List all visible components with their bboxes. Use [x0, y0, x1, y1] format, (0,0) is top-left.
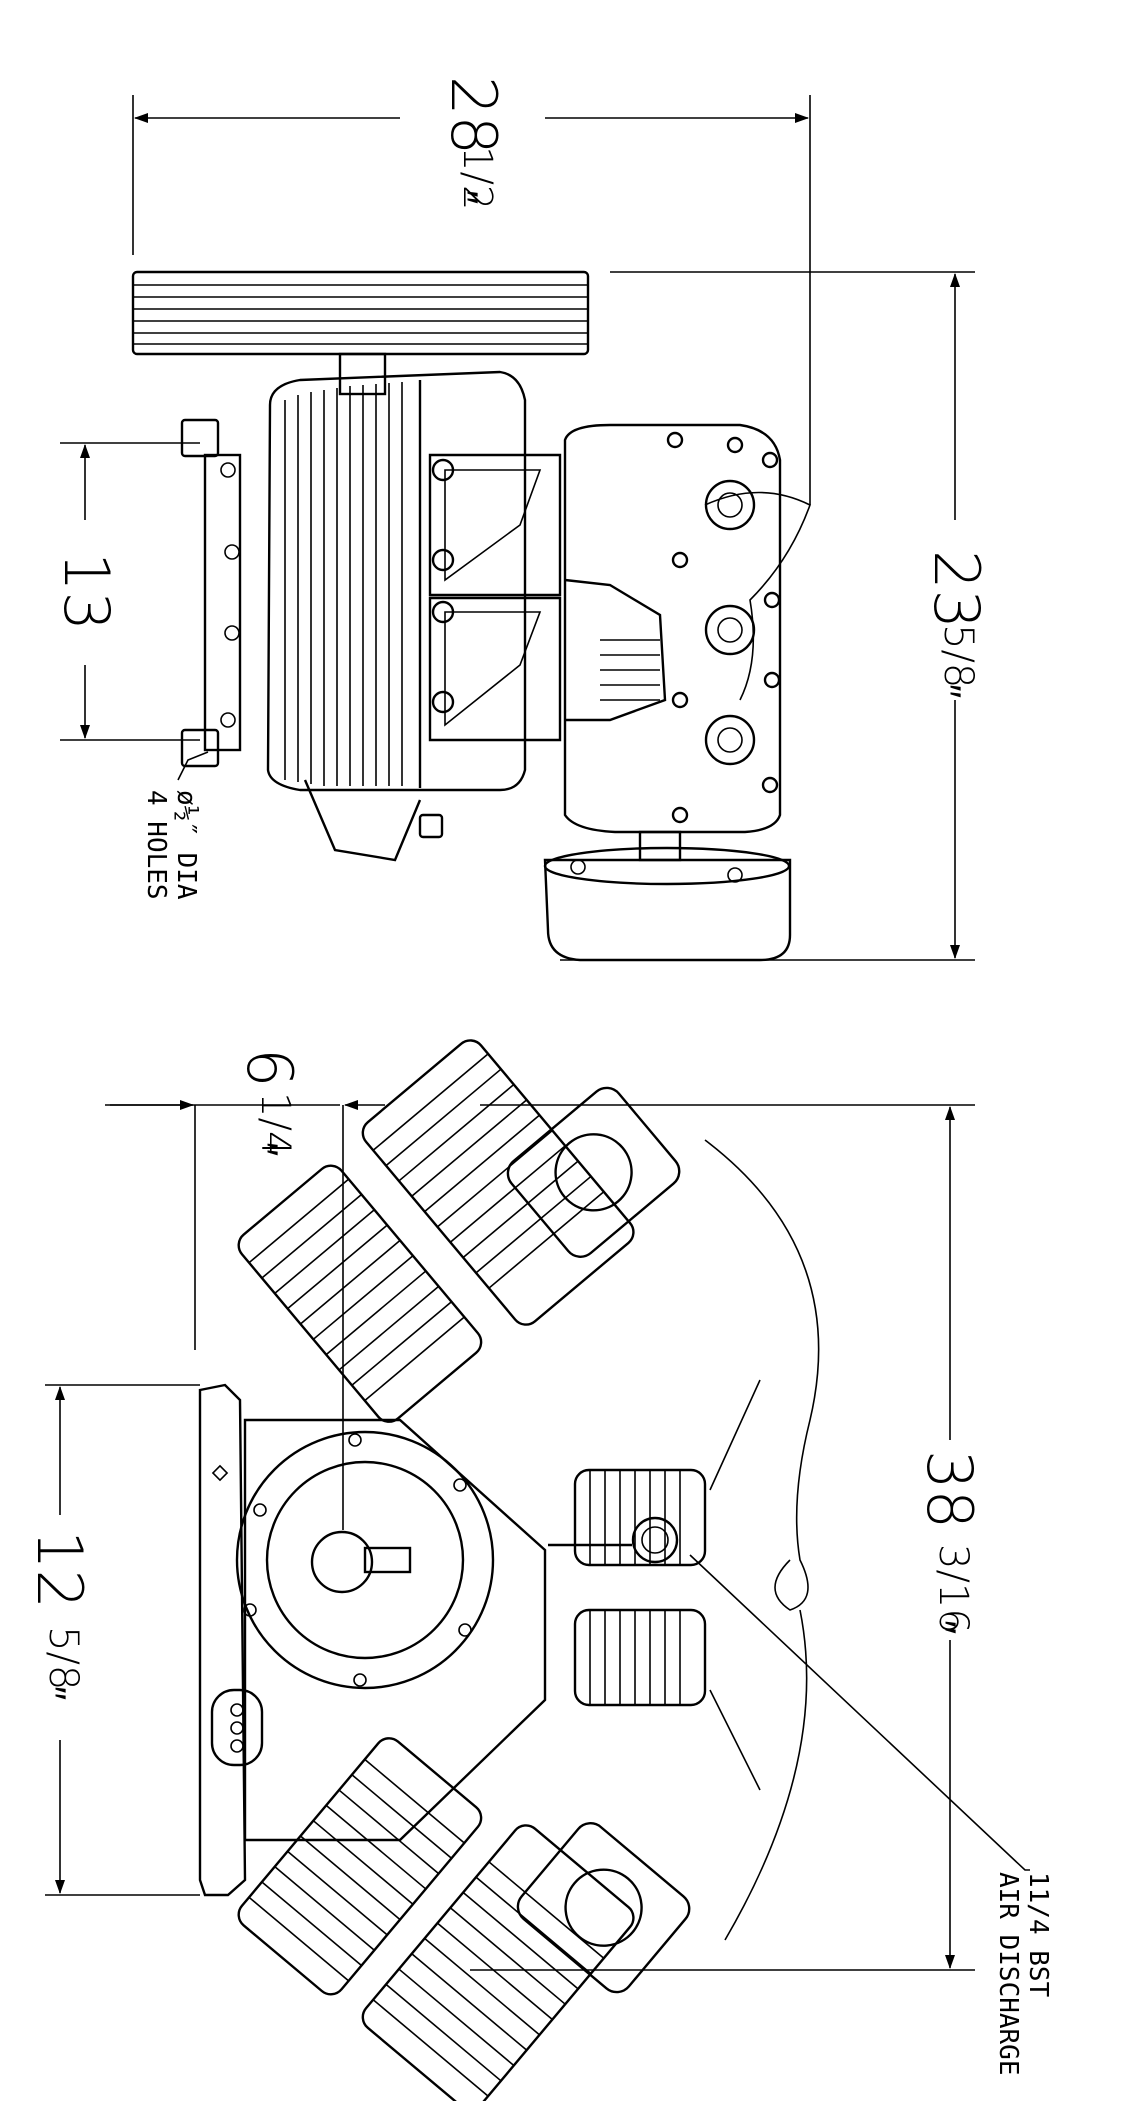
dim-overall-depth-unit: ″	[923, 684, 969, 698]
cylinder-bank-lower	[237, 1737, 691, 2101]
front-view: 6 1/4 ″ 12 5/8 ″ 38 3/16	[23, 1039, 1053, 2101]
dim-overall-height: 28 1/2 ″	[132, 76, 811, 505]
dim-overall-height-whole: 28	[437, 76, 510, 155]
dim-base-width: 12 5/8 ″	[23, 1384, 200, 1896]
hole-note: ø½″ DIA 4 HOLES	[141, 751, 209, 900]
dim-base-width-fraction: 5/8	[40, 1626, 86, 1690]
center-cylinder	[548, 1139, 820, 1941]
flywheel-drum	[543, 830, 792, 962]
dim-overall-width: 38 3/16 ″	[470, 1104, 986, 1971]
side-view: 28 1/2 ″ 23 5/8 ″ 13	[50, 76, 993, 962]
dim-mount-spacing-value: 13	[50, 552, 123, 631]
discharge-note-line2: AIR DISCHARGE	[993, 1872, 1023, 2076]
dim-base-width-unit: ″	[28, 1686, 74, 1700]
dim-shaft-offset-unit: ″	[240, 1142, 286, 1156]
dim-overall-width-whole: 38	[913, 1450, 986, 1529]
dim-shaft-offset-whole: 6	[233, 1048, 306, 1087]
dim-base-width-whole: 12	[23, 1530, 96, 1609]
dim-overall-width-unit: ″	[918, 1620, 964, 1634]
lower-bracket	[303, 779, 444, 862]
discharge-note: 11/4 BST AIR DISCHARGE	[689, 1554, 1053, 2076]
dim-overall-height-fraction: 1/2	[454, 146, 500, 210]
cylinder-block	[266, 370, 562, 792]
hole-note-line2: 4 HOLES	[141, 790, 171, 900]
dim-overall-height-unit: ″	[440, 190, 486, 204]
pulley	[131, 270, 590, 396]
dim-shaft-offset-fraction: 1/4	[252, 1092, 298, 1156]
mount-base	[180, 418, 242, 768]
crankcase	[235, 1418, 547, 1842]
front-base-plate	[198, 1383, 264, 1897]
dim-mount-spacing: 13	[50, 442, 200, 741]
dim-overall-depth-fraction: 5/8	[935, 624, 981, 688]
dim-overall-depth-whole: 23	[920, 550, 993, 629]
head-assembly	[563, 423, 811, 834]
dim-shaft-offset: 6 1/4 ″	[105, 1048, 385, 1530]
dim-overall-width-fraction: 3/16	[930, 1544, 976, 1634]
cylinder-bank-upper	[237, 1039, 681, 1423]
discharge-note-line1: 11/4 BST	[1023, 1872, 1053, 1998]
hole-note-line1: ø½″ DIA	[171, 790, 201, 900]
dim-overall-depth: 23 5/8 ″	[560, 271, 993, 961]
